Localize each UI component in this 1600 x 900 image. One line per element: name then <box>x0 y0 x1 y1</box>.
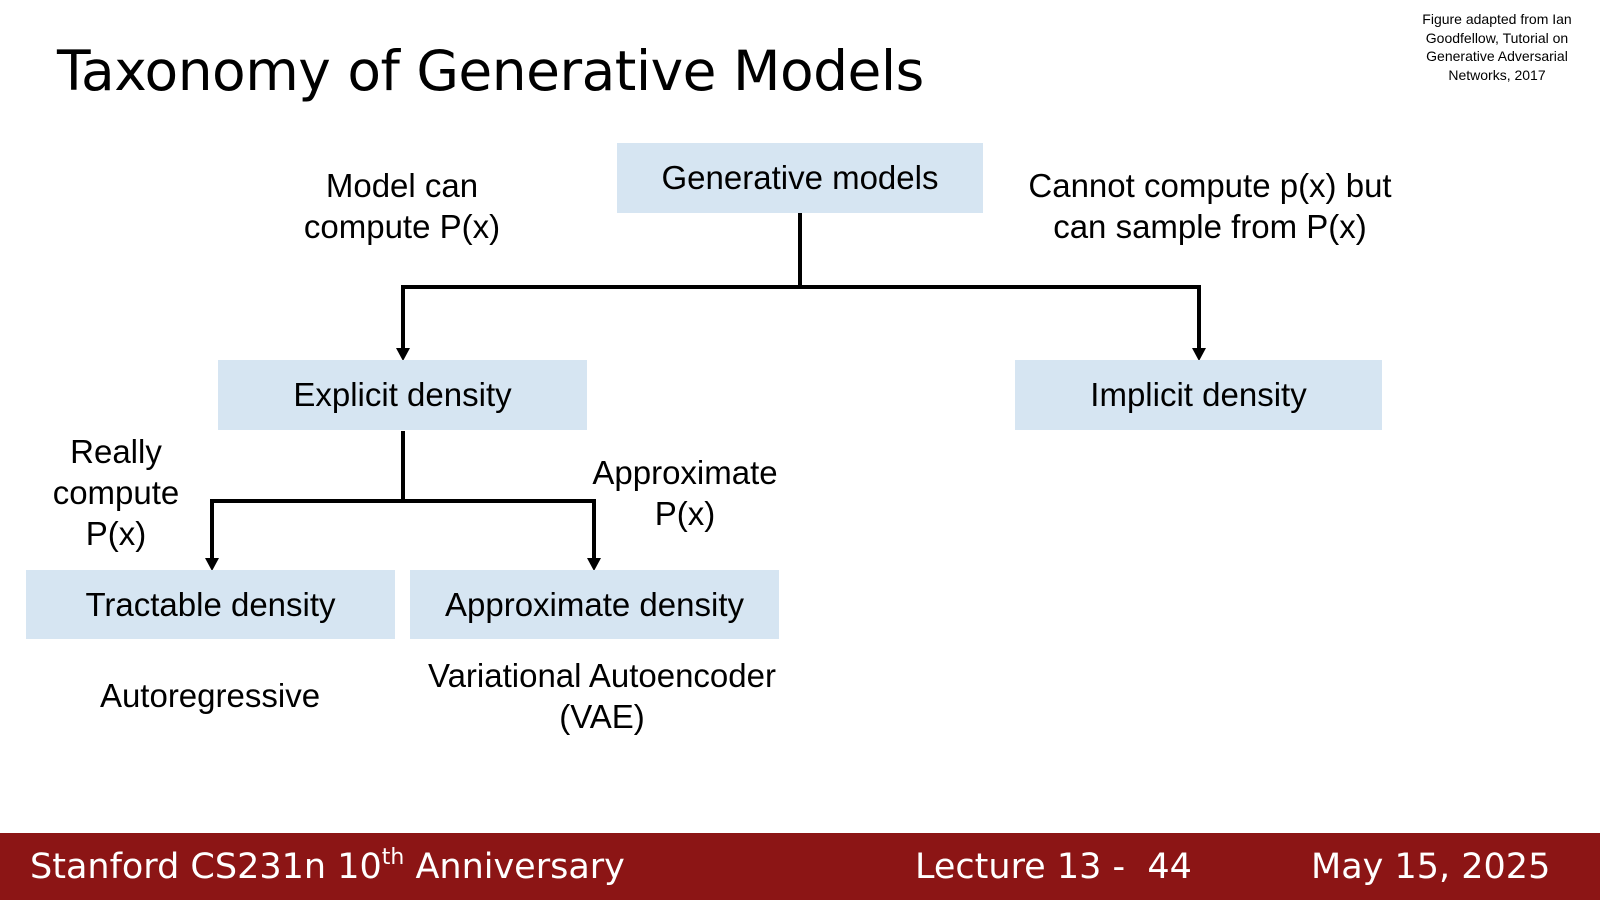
slide-title: Taxonomy of Generative Models <box>57 39 924 103</box>
node-explicit-density: Explicit density <box>218 360 587 430</box>
node-approximate-density: Approximate density <box>410 570 779 639</box>
footer-lecture: Lecture 13 - 44 <box>915 847 1192 887</box>
footer-course-sup: th <box>381 845 405 870</box>
label-line: P(x) <box>85 515 147 552</box>
label-line: Model can <box>325 167 479 204</box>
credit-line: Generative Adversarial <box>1426 48 1568 64</box>
label-line: Variational Autoencoder <box>428 657 776 694</box>
footer-course-suffix: Anniversary <box>404 847 625 887</box>
label-model-can-compute: Model can compute P(x) <box>282 165 522 247</box>
arrow-to-implicit <box>1192 348 1206 361</box>
credit-line: Networks, 2017 <box>1448 66 1546 83</box>
label-line: compute P(x) <box>303 208 501 245</box>
footer-date: May 15, 2025 <box>1311 847 1551 887</box>
node-tractable-density: Tractable density <box>26 570 395 639</box>
label-line: P(x) <box>654 495 716 532</box>
footer-bar: Stanford CS231n 10th Anniversary Lecture… <box>0 833 1600 900</box>
footer-course: Stanford CS231n 10th Anniversary <box>30 845 625 889</box>
label-line: Really <box>70 433 162 470</box>
footer-course-prefix: Stanford CS231n 10 <box>30 847 382 887</box>
label-line: compute <box>52 474 180 511</box>
arrow-to-tractable <box>205 558 219 571</box>
label-cannot-compute: Cannot compute p(x) but can sample from … <box>1000 165 1420 247</box>
connector-root-branch <box>401 285 1201 350</box>
arrow-to-approximate <box>587 558 601 571</box>
node-generative-models: Generative models <box>617 143 983 213</box>
label-line: Cannot compute p(x) but <box>1028 167 1392 204</box>
label-line: (VAE) <box>559 698 645 735</box>
label-approximate-px: Approximate P(x) <box>575 452 795 534</box>
example-vae: Variational Autoencoder (VAE) <box>392 655 812 737</box>
figure-credit: Figure adapted from Ian Goodfellow, Tuto… <box>1404 10 1590 84</box>
label-line: Autoregressive <box>99 677 321 714</box>
label-really-compute: Really compute P(x) <box>36 431 196 554</box>
connector-explicit-branch <box>210 499 596 560</box>
node-implicit-density: Implicit density <box>1015 360 1382 430</box>
label-line: Approximate <box>592 454 778 491</box>
credit-line: Figure adapted from Ian <box>1422 11 1572 27</box>
credit-line: Goodfellow, Tutorial on <box>1425 29 1569 46</box>
example-autoregressive: Autoregressive <box>60 675 360 716</box>
label-line: can sample from P(x) <box>1053 208 1367 245</box>
arrow-to-explicit <box>396 348 410 361</box>
